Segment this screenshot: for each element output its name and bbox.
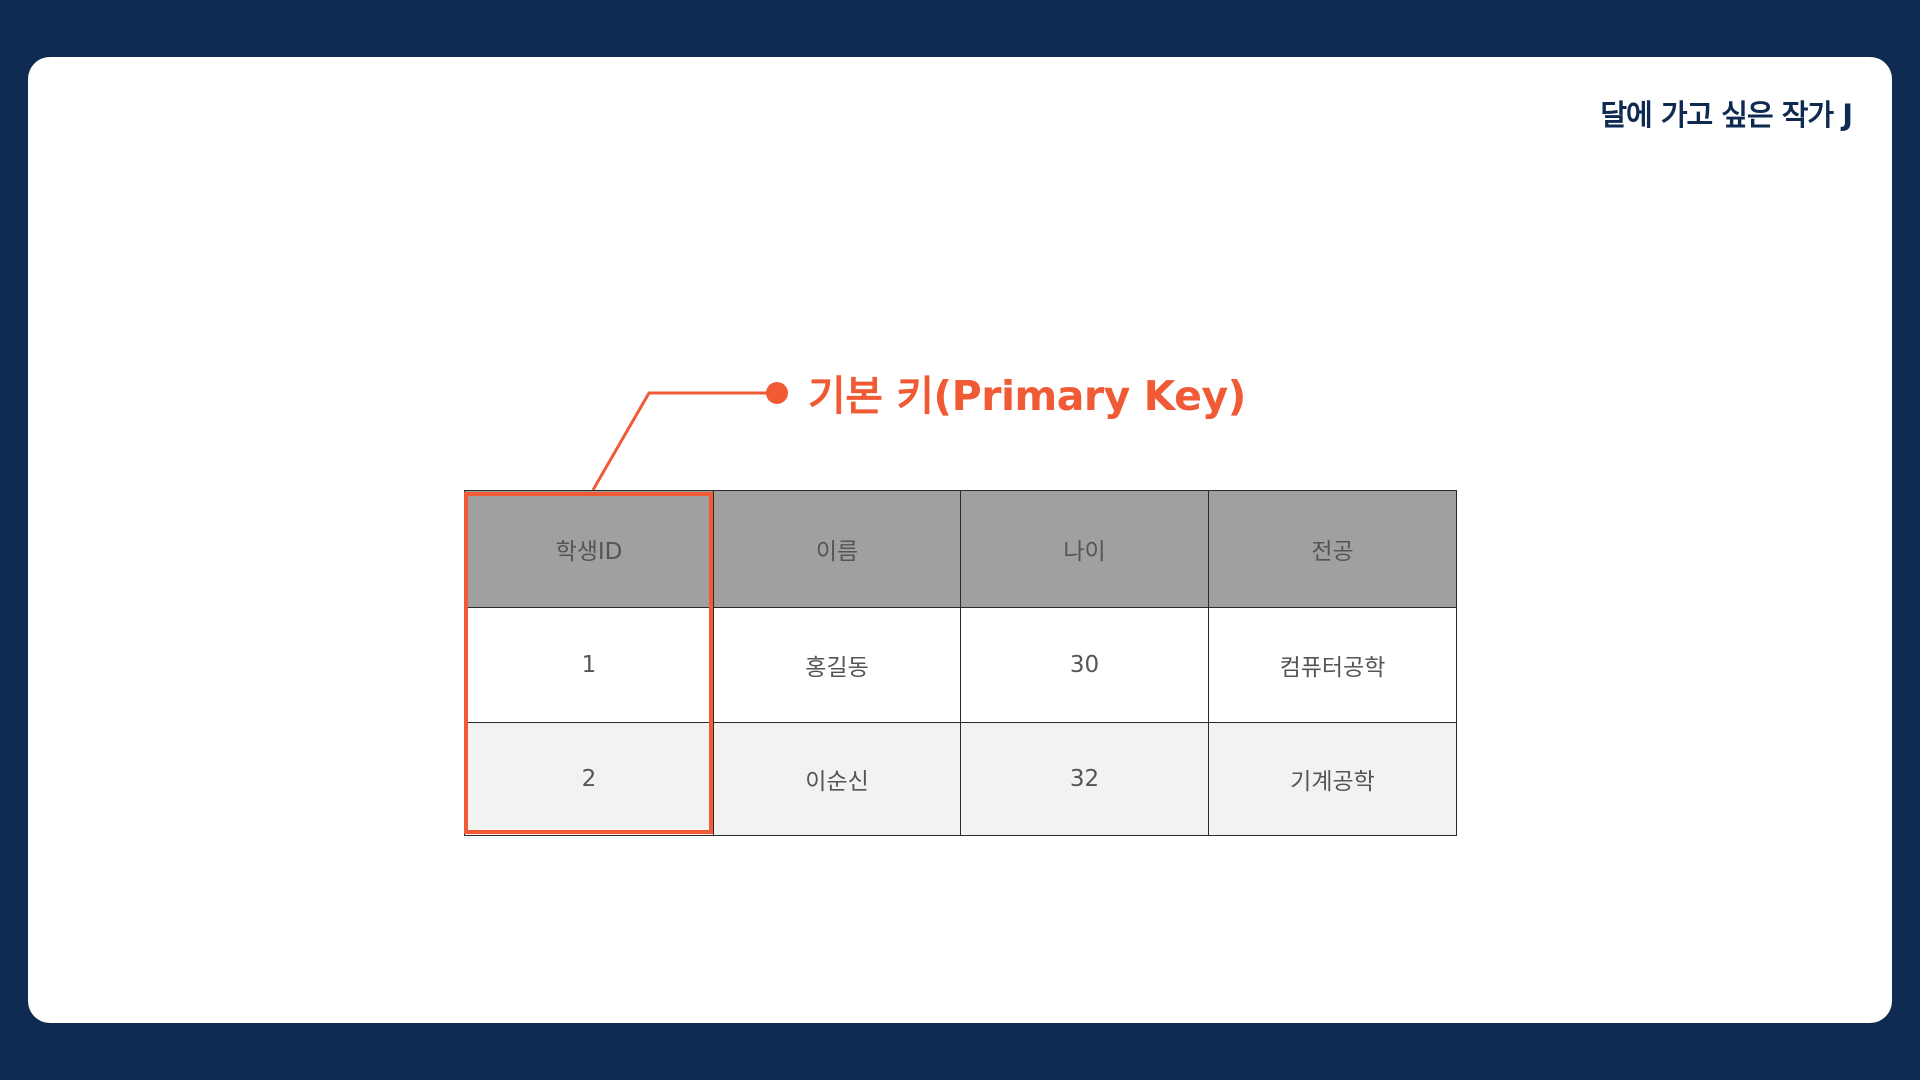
header-student-id: 학생ID (464, 490, 714, 608)
cell-name: 이순신 (713, 722, 961, 836)
brand-label: 달에 가고 싶은 작가 J (1600, 98, 1853, 132)
header-name: 이름 (713, 490, 961, 608)
cell-major: 컴퓨터공학 (1208, 607, 1457, 723)
cell-major: 기계공학 (1208, 722, 1457, 836)
student-table: 학생ID 이름 나이 전공 1 홍길동 30 컴퓨터공학 2 이순신 32 기계… (464, 490, 1457, 836)
cell-name: 홍길동 (713, 607, 961, 723)
cell-student-id: 2 (464, 722, 714, 836)
table-row: 2 이순신 32 기계공학 (464, 722, 1457, 836)
cell-age: 30 (960, 607, 1209, 723)
cell-age: 32 (960, 722, 1209, 836)
table-row: 1 홍길동 30 컴퓨터공학 (464, 607, 1457, 723)
header-major: 전공 (1208, 490, 1457, 608)
primary-key-label: 기본 키(Primary Key) (808, 372, 1246, 420)
table-header-row: 학생ID 이름 나이 전공 (464, 490, 1457, 608)
cell-student-id: 1 (464, 607, 714, 723)
header-age: 나이 (960, 490, 1209, 608)
